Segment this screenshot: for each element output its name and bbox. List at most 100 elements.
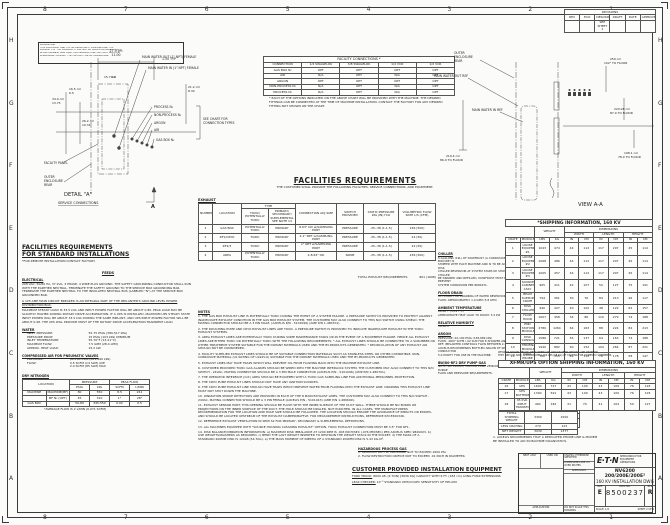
zone-letter: E	[658, 224, 662, 232]
zone-letter: D	[658, 287, 663, 295]
exhaust-col-toxic: TOXIC/ POTENTIALLY TOXIC	[241, 208, 269, 226]
list-item: 1. THE GAS BOX EXHAUST LINE IS POTENTIAL…	[198, 314, 433, 326]
list-item: 7. THE OPERATOR INTERFACE (O.P.) AREA SH…	[198, 374, 416, 379]
outer-enclosure-ref3: REAR	[454, 59, 463, 63]
facility-connections-block: FACILITY CONNECTIONS * CONNECTION 1/4 SW…	[262, 56, 456, 108]
service-line: FLOW AND PRESSURE REQUIREMENTS.	[438, 371, 493, 375]
water-specs: INLET PRESSURE:55-75 PSIG (380-517 kPa)P…	[26, 332, 166, 350]
electrical-heading: ELECTRICAL	[22, 277, 44, 282]
border-outer	[7, 7, 663, 518]
argon-label: ARGON	[154, 121, 166, 125]
zone-letter: G	[9, 99, 14, 107]
air-specs: PRESSURE:80-100 PSIG (621-690 kPa)FLOW:0…	[26, 358, 166, 369]
dim-86-floor-in: 86.0 TO FLOOR	[440, 158, 463, 162]
list-item: PERMISSION. CONTACT THE FACTORY FOR AUTH…	[40, 54, 109, 57]
dim-87-floor-cm: 220.98 cm	[614, 107, 630, 111]
list-item: 1. AXCELIS RECOMMENDS THAT A DEDICATED P…	[493, 435, 598, 439]
zone-letter: H	[9, 37, 14, 44]
zone-number: 6	[204, 6, 209, 13]
n2-location-col: LOCATION	[22, 379, 70, 391]
page-title: FACILITIES REQUIREMENTS	[293, 176, 417, 185]
dim-78-floor-cm: 198.1 cm	[624, 151, 638, 155]
service-line: OPTIONAL FOR DRAINING OF WATER RESERVOIR…	[438, 294, 522, 299]
service-line: FLOW: .0007 SCFM (.02 SLM FOR E-SHOWER A…	[438, 339, 522, 344]
drawing-title-line1: NV6200 200/200E/200E²	[604, 469, 646, 479]
exhaust-col-number: NUMBER	[198, 202, 213, 226]
exhaust-col-location: LOCATION	[212, 202, 242, 226]
list-item: IN ANY MANNER, NOR USED FOR MANUFACTURE,…	[40, 51, 120, 54]
service-heading: FLOOR DRAIN	[438, 290, 463, 295]
service-line: SHIPPED WITH EACH MACHINE AND IS TO BE A…	[438, 262, 523, 270]
detail-a-title: DETAIL "A"	[64, 192, 92, 198]
list-item: 10. IONIZATION SMOKE DETECTORS ARE PROVI…	[198, 394, 430, 402]
xfmr-note-2: THEY ARE (OR ADD) APPROXIMATELY 150 LBS …	[498, 353, 613, 357]
main-water-in-ref: MAIN WATER IN REF	[472, 108, 503, 112]
outer-enclosure-label2: ENCLOSURE	[44, 179, 63, 183]
zone-letter: G	[658, 99, 663, 107]
zone-letter: C	[658, 350, 663, 357]
xfmr-title: XFMR/UPS OPTION SHIPPING INFORMATION, 16…	[498, 359, 656, 369]
machine-note: 1. AXCELIS RECOMMENDS THAT A DEDICATED P…	[493, 435, 623, 444]
dwg-no-value: 8500237	[605, 488, 644, 497]
detail-a-drawing: 27.9 cm 11.00 1.50 TYP 34.9 cm 13.75 16.…	[44, 49, 234, 210]
service-line: AXCELIS RECOMMENDS BOTTLED ARGON OF SEMI…	[438, 345, 510, 354]
zone-number: 4	[366, 514, 371, 521]
list-item: 11. EXHAUST SENSOR PORT: THIS OPENING SH…	[198, 403, 432, 419]
xfmr-weight-col: WEIGHT	[529, 367, 562, 379]
logo-subtext: SEMICONDUCTOR EQUIPMENT OPERATIONS	[620, 455, 642, 464]
left-title-2: FOR STANDARD INSTALLATIONS	[22, 251, 130, 258]
list-item: 2. THE ROUGHING PUMP AND CRYO EXHAUST LI…	[198, 326, 424, 335]
tolerance-note-1: UNLESS OTHERWISE SPECIFIED	[563, 454, 594, 462]
notes-block: NOTES 1. THE GAS BOX EXHAUST LINE IS POT…	[198, 310, 436, 444]
used-on-label: USED ON	[541, 454, 563, 469]
service-line: SYSTEM CORROSION PER 8600231.	[438, 282, 488, 287]
service-line: REF: IMPLANTER CONTROLS FLOW BETWEEN 2-1…	[438, 342, 518, 347]
revisions-block: REVISIONS REV ECO DESCRIPTION DRAFT DATE…	[563, 8, 657, 34]
electrical-p2: A 125 AMP MAIN CIRCUIT BREAKER IS AN INT…	[22, 298, 178, 307]
outer-enclosure-ref1: OUTER	[454, 51, 466, 55]
facility-connections-table: FACILITY CONNECTIONS * CONNECTION 1/4 SW…	[262, 56, 456, 96]
feeds-title: FEEDS	[101, 270, 115, 275]
service-heading: ARGON	[438, 332, 451, 337]
view-aa-drawing: OUTER ENCLOSURE REAR MAIN WATER OUT REF …	[434, 51, 654, 208]
notes-title: NOTES	[198, 310, 211, 314]
zone-number: 8	[43, 514, 47, 521]
outer-enclosure-ref2: ENCLOSURE	[454, 55, 473, 59]
zone-letter: A	[658, 475, 663, 483]
rev-label: REV	[647, 485, 653, 488]
total-exhaust-value: 801 (1698)	[419, 274, 436, 279]
service-line: PRESSURE: 20-100 PSIG (138-689 kPa)	[438, 335, 493, 340]
leak-checker-text: 10⁻⁹ STANDARD ATM/CC/SEC SENSITIVITY OF …	[376, 479, 457, 484]
facilities-requirements-heading: FACILITIES REQUIREMENTS THE CUSTOMER SHA…	[240, 176, 470, 190]
dim-width-cm: 27.9 cm	[110, 49, 123, 53]
dim-87-floor-in: 87.0 TO FLOOR	[610, 111, 633, 115]
service-line: CHILLER RESERVOIR AT SYSTEM START-UP. SH…	[438, 269, 524, 277]
service-line: 5 GALLONS (19L) OF DOWFROST (A CORROSION…	[438, 255, 523, 263]
service-heading: RELATIVE HUMIDITY	[438, 320, 474, 325]
trim-mark	[2, 2, 9, 9]
zone-number: 2	[528, 6, 533, 13]
table-row: INLET PRESSURE:55-75 PSIG (380-517 kPa)	[27, 331, 128, 336]
dim-6b: 13.75	[52, 101, 61, 105]
zone-number: 3	[447, 514, 452, 521]
zone-number: 5	[285, 514, 290, 521]
n2-footnote: *AVERAGE FLOW IS 2 L/MIN (0.071 SCFM)	[44, 407, 107, 412]
zone-number: 7	[123, 6, 128, 13]
list-item: 13. ALL MACHINES EQUIPPED WITH "SOURCE H…	[198, 424, 410, 429]
zone-number: 8	[43, 6, 47, 13]
dim-102-floor-cm: 259 cm	[610, 57, 621, 61]
exhaust-label: EXHAUST	[198, 198, 216, 202]
hazardous-items: 1. MAXIMUM BOTTLE PRESSURE NOT TO EXCEED…	[358, 450, 498, 459]
view-aa-title: VIEW A-A	[578, 202, 603, 208]
